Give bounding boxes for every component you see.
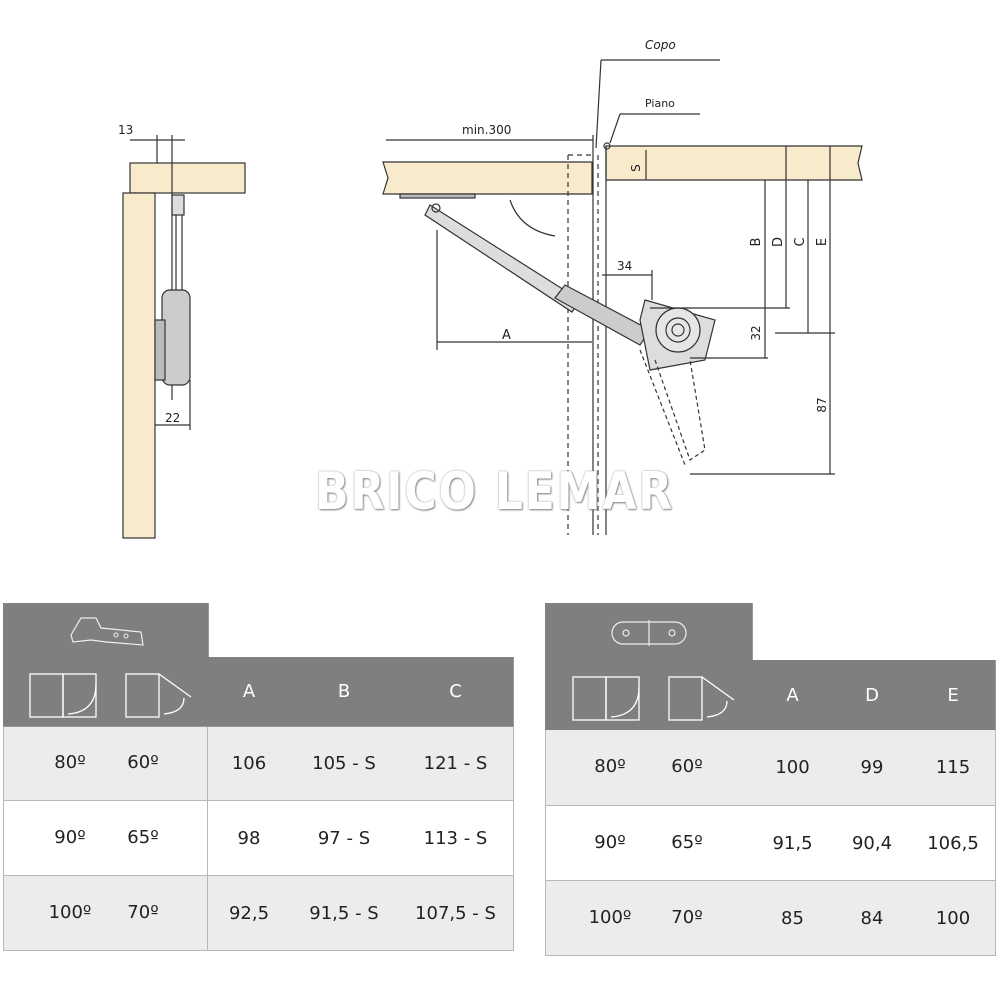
opening-angle: 60º xyxy=(671,756,703,777)
hinge-icon-cell xyxy=(545,603,753,661)
table-cell: 91,5 xyxy=(752,806,834,881)
technical-drawing: 13 22 xyxy=(118,38,863,539)
opening-angle-icons xyxy=(571,676,734,721)
opening-angle: 100º xyxy=(48,901,92,923)
hinge-side xyxy=(161,289,191,386)
table-cell: 99 xyxy=(833,730,912,806)
lid-panel xyxy=(382,161,593,195)
table-cell: 92,5 xyxy=(208,876,291,951)
cup-hinge-icon xyxy=(69,617,144,646)
top-panel xyxy=(605,145,863,181)
table-cell: 106,5 xyxy=(911,806,996,881)
opening-angle: 65º xyxy=(127,826,159,848)
dim-min-300: min.300 xyxy=(462,123,511,137)
opening-angle: 80º xyxy=(594,756,626,777)
table-cell: 106 xyxy=(208,727,291,801)
table-cell: 121 - S xyxy=(398,727,514,801)
table-cell: 90,4 xyxy=(833,806,912,881)
opening-angle: 90º xyxy=(594,831,626,853)
table-cell: 115 xyxy=(911,730,996,806)
column-header-c: C xyxy=(398,657,514,727)
angle-cell xyxy=(3,876,208,951)
angle-icons-header xyxy=(3,657,209,727)
dim-s: S xyxy=(629,164,643,172)
angle-cell xyxy=(545,806,753,881)
angle-cell xyxy=(545,730,753,806)
dim-32: 32 xyxy=(749,325,763,340)
column-header-a: A xyxy=(752,660,834,731)
dim-d: D xyxy=(771,237,786,247)
table-cell: 84 xyxy=(833,881,912,956)
label-piano: Piano xyxy=(645,97,675,110)
flap-hinge-icon xyxy=(610,619,687,646)
column-header-d: D xyxy=(833,660,912,731)
table-cell: 100 xyxy=(752,730,834,806)
angle-cell xyxy=(3,727,208,801)
opening-angle: 80º xyxy=(54,752,86,773)
table-cell: 100 xyxy=(911,881,996,956)
dim-87: 87 xyxy=(815,397,829,412)
stay-arm xyxy=(424,204,581,313)
dim-a: A xyxy=(502,328,511,343)
dim-c: C xyxy=(793,237,808,246)
table-cell: 113 - S xyxy=(398,801,514,876)
dim-b: B xyxy=(749,238,764,247)
opening-angle-icons xyxy=(28,672,191,718)
opening-angle: 70º xyxy=(127,901,159,923)
column-header-e: E xyxy=(911,660,996,731)
table-cell: 105 - S xyxy=(290,727,399,801)
hinge-icon-cell xyxy=(3,603,209,658)
opening-angle: 70º xyxy=(671,906,703,928)
top-panel-side xyxy=(129,162,246,194)
table-cell: 91,5 - S xyxy=(290,876,399,951)
label-copo: Copo xyxy=(645,38,676,52)
table-cell: 85 xyxy=(752,881,834,956)
table-cell: 97 - S xyxy=(290,801,399,876)
dim-34: 34 xyxy=(617,259,632,273)
main-view xyxy=(382,59,863,535)
angle-icons-header xyxy=(545,660,753,731)
opening-angle: 60º xyxy=(127,752,159,773)
side-panel xyxy=(122,192,156,539)
opening-angle: 90º xyxy=(54,826,86,848)
column-header-a: A xyxy=(208,657,291,727)
opening-angle: 100º xyxy=(588,906,632,928)
column-header-b: B xyxy=(290,657,399,727)
table-cell: 98 xyxy=(208,801,291,876)
dim-22: 22 xyxy=(165,411,180,425)
table-cell: 107,5 - S xyxy=(398,876,514,951)
watermark: BRICO LEMAR xyxy=(315,462,674,522)
angle-cell xyxy=(3,801,208,876)
opening-angle: 65º xyxy=(671,831,703,853)
dim-13: 13 xyxy=(118,123,133,137)
side-view xyxy=(122,135,246,539)
dim-e: E xyxy=(815,238,830,246)
